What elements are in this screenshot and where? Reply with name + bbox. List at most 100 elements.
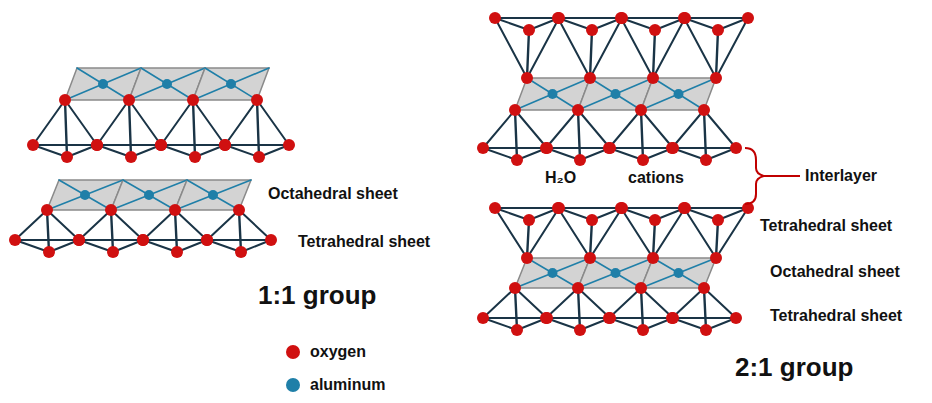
octahedral-bond <box>77 68 129 100</box>
tetrahedral-bond <box>609 110 641 148</box>
interlayer-content: H₂O <box>545 168 576 188</box>
oxygen-atom <box>541 142 553 154</box>
oxygen-atom <box>201 234 213 246</box>
oxygen-atom <box>584 252 596 264</box>
tetrahedral-bond <box>716 30 718 78</box>
tetrahedral-bond <box>175 210 207 240</box>
oxygen-atom <box>679 12 691 24</box>
aluminum-atom <box>162 79 172 89</box>
oxygen-atom <box>615 12 627 24</box>
tetrahedral-bond <box>684 207 748 209</box>
tetrahedral-bond <box>578 288 580 330</box>
oxygen-atom <box>511 324 523 336</box>
tetrahedral-bond <box>621 18 653 78</box>
tetrahedral-bond <box>515 110 547 148</box>
tetrahedral-bond <box>47 210 49 252</box>
oxygen-atom <box>572 282 584 294</box>
oxygen-atom <box>666 312 678 324</box>
tetrahedral-bond <box>704 288 706 330</box>
oxygen-atom <box>523 24 535 36</box>
tetrahedral-bond <box>621 208 653 258</box>
tetrahedral-bond <box>704 110 736 148</box>
tetrahedral-bond <box>515 288 517 330</box>
oxygen-atom <box>604 312 616 324</box>
oxygen-atom <box>586 24 598 36</box>
tetrahedral-bond <box>47 210 79 240</box>
group-label: 1:1 group <box>258 280 376 310</box>
oxygen-atom <box>201 234 213 246</box>
oxygen-atom <box>137 234 149 246</box>
oxygen-atom <box>91 139 103 151</box>
oxygen-atom <box>523 214 535 226</box>
oxygen-atom <box>540 142 552 154</box>
oxygen-atom <box>710 252 722 264</box>
sheet-label: Tetrahedral sheet <box>770 306 902 326</box>
octahedral-bond <box>590 78 641 110</box>
oxygen-atom <box>73 234 85 246</box>
oxygen-atom <box>712 24 724 36</box>
octahedral-bond <box>527 258 578 288</box>
oxygen-atom <box>647 252 659 264</box>
oxygen-atom <box>637 324 649 336</box>
oxygen-atom <box>509 282 521 294</box>
tetrahedral-bond <box>621 207 685 209</box>
tetrahedral-bond <box>15 210 47 240</box>
tetrahedral-bond <box>483 147 547 149</box>
aluminum-atom <box>548 268 558 278</box>
tetrahedral-bond <box>546 110 578 148</box>
octahedral-bond <box>59 180 111 210</box>
octahedral-bond <box>590 258 641 288</box>
tetrahedral-bond <box>578 110 610 148</box>
oxygen-atom <box>489 12 501 24</box>
tetrahedral-bond <box>641 110 643 160</box>
oxygen-atom <box>586 214 598 226</box>
aluminum-atom <box>548 89 558 99</box>
oxygen-atom <box>616 12 628 24</box>
oxygen-atom <box>61 151 73 163</box>
tetrahedral-bond <box>225 144 289 146</box>
tetrahedral-bond <box>590 30 592 78</box>
interlayer-bracket <box>745 148 764 204</box>
tetrahedral-bond <box>684 208 716 258</box>
oxygen-atom <box>107 246 119 258</box>
sheet-label: Tetrahedral sheet <box>760 216 892 236</box>
oxygen-atom <box>521 72 533 84</box>
tetrahedral-bond <box>33 100 65 145</box>
legend-text: aluminum <box>310 375 386 395</box>
oxygen-atom <box>171 246 183 258</box>
oxygen-atom <box>283 139 295 151</box>
octahedral-bond <box>653 258 704 288</box>
oxygen-atom <box>574 324 586 336</box>
oxygen-atom <box>666 142 678 154</box>
tetrahedral-bond <box>225 100 257 145</box>
interlayer-content: cations <box>628 168 684 188</box>
tetrahedral-bond <box>558 207 622 209</box>
octahedral-bond <box>205 68 257 100</box>
oxygen-atom <box>730 142 742 154</box>
oxygen-atom <box>647 72 659 84</box>
oxygen-atom <box>700 324 712 336</box>
tetrahedral-bond <box>684 17 748 19</box>
oxygen-atom <box>540 312 552 324</box>
aluminum-atom <box>144 190 154 200</box>
sheet-label: Tetrahedral sheet <box>298 232 430 252</box>
tetrahedral-bond <box>704 288 736 318</box>
oxygen-atom <box>59 94 71 106</box>
oxygen-atom <box>635 282 647 294</box>
tetrahedral-bond <box>65 100 67 157</box>
oxygen-atom <box>698 282 710 294</box>
oxygen-atom <box>9 234 21 246</box>
tetrahedral-bond <box>672 110 704 148</box>
legend-swatch <box>286 345 300 359</box>
tetrahedral-bond <box>578 110 580 160</box>
oxygen-atom <box>603 312 615 324</box>
oxygen-atom <box>552 202 564 214</box>
oxygen-atom <box>742 12 754 24</box>
oxygen-atom <box>155 139 167 151</box>
oxygen-atom <box>700 154 712 166</box>
oxygen-atom <box>552 12 564 24</box>
aluminum-atom <box>208 190 218 200</box>
oxygen-atom <box>678 202 690 214</box>
tetrahedral-bond <box>672 147 736 149</box>
tetrahedral-bond <box>609 317 673 319</box>
